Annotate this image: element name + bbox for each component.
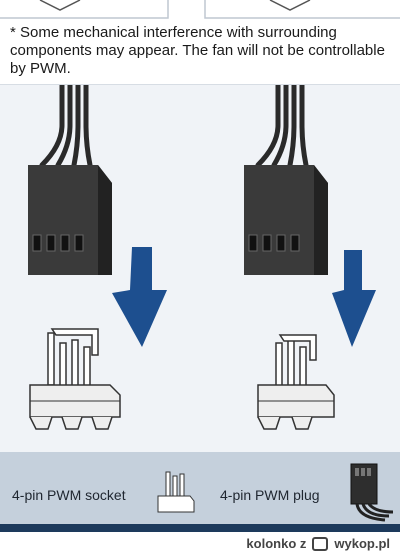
left-4pin-socket-icon xyxy=(29,328,121,430)
right-4pin-socket-icon xyxy=(257,334,335,430)
previous-figure-edge xyxy=(0,0,400,19)
watermark-credit: kolonko z wykop.pl xyxy=(246,536,390,551)
right-cable xyxy=(255,82,309,168)
top-strip xyxy=(0,0,400,20)
figure-bottom-band xyxy=(0,524,400,532)
legend-bar: 4-pin PWM socket 4-pin PWM plug xyxy=(0,452,400,524)
connector-diagram xyxy=(0,82,400,453)
right-down-arrow-icon xyxy=(332,250,376,347)
site-name: wykop.pl xyxy=(334,536,390,551)
author-prefix: kolonko z xyxy=(246,536,307,551)
left-down-arrow-icon xyxy=(112,247,167,347)
socket-legend-icon xyxy=(157,471,195,513)
footer: kolonko z wykop.pl xyxy=(0,532,400,555)
socket-legend-label: 4-pin PWM socket xyxy=(12,487,126,503)
plug-legend-label: 4-pin PWM plug xyxy=(220,487,320,503)
left-cable xyxy=(39,82,93,168)
compatibility-note: * Some mechanical interference with surr… xyxy=(10,24,385,77)
right-4pin-plug-icon xyxy=(244,165,328,275)
plug-legend-icon xyxy=(350,463,394,522)
left-4pin-plug-icon xyxy=(28,165,112,275)
wykop-logo-icon xyxy=(312,536,329,551)
